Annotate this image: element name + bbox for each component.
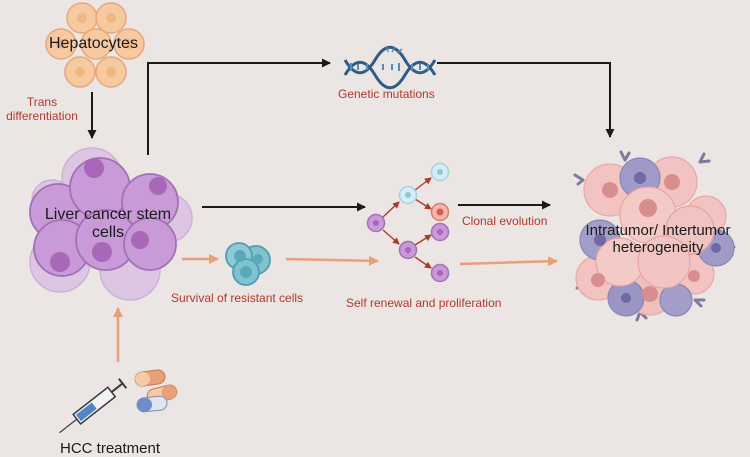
mutation-to-heterogeneity-arrow bbox=[437, 62, 615, 138]
clonal-evolution-label: Clonal evolution bbox=[462, 214, 548, 228]
trans-differentiation-line1: Trans bbox=[26, 95, 58, 109]
resistant-to-renewal-arrow bbox=[285, 255, 379, 266]
hcc-treatment-label: HCC treatment bbox=[60, 440, 161, 457]
liver-cancer-stem-cells-line1: Liver cancer stem bbox=[44, 206, 172, 223]
genetic-mutations-label: Genetic mutations bbox=[338, 87, 435, 101]
pills-icon bbox=[134, 369, 178, 413]
trans-differentiation-line2: differentiation bbox=[6, 108, 78, 123]
stem-cell-cluster-icon bbox=[29, 147, 193, 301]
liver-cancer-stem-cells-line2: cells bbox=[91, 224, 124, 242]
heterogeneity-line2: heterogeneity bbox=[612, 239, 704, 257]
heterogeneity-line1: Intratumor/ Intertumor bbox=[585, 222, 731, 239]
liver-cancer-stem-cells-label: Liver cancer stem cells bbox=[28, 206, 188, 243]
resistant-cells-icon bbox=[225, 242, 271, 286]
survival-of-resistant-cells-label: Survival of resistant cells bbox=[171, 291, 304, 305]
dna-icon bbox=[343, 45, 437, 90]
syringe-icon bbox=[59, 378, 128, 434]
self-renewal-label: Self renewal and proliferation bbox=[346, 296, 502, 310]
hepatocytes-label: Hepatocytes bbox=[49, 35, 138, 52]
hepatocyte-cluster-icon bbox=[45, 2, 145, 88]
clonal-tree-icon bbox=[366, 162, 450, 283]
heterogeneous-tumor-icon bbox=[573, 150, 736, 322]
renewal-to-heterogeneity-arrow bbox=[459, 256, 558, 267]
trans-differentiation-label: Trans differentiation bbox=[0, 95, 84, 124]
heterogeneity-label: Intratumor/ Intertumor heterogeneity bbox=[566, 222, 750, 257]
stem-to-mutation-arrow bbox=[147, 58, 331, 155]
